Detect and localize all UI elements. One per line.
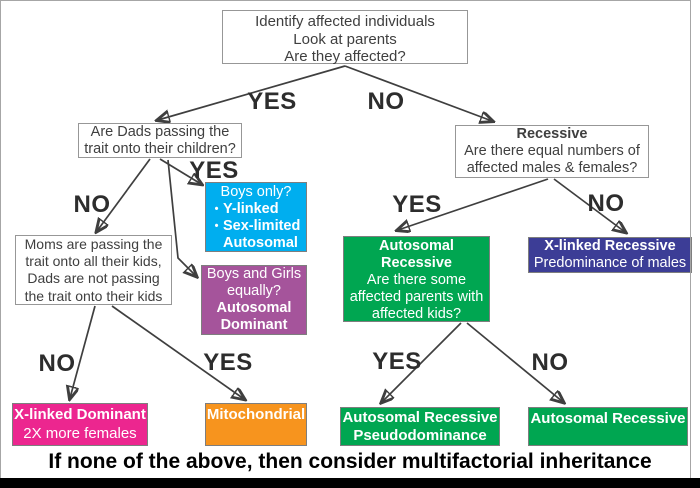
label-recessive-yes: YES xyxy=(392,191,442,218)
bullet-icon: • xyxy=(214,203,219,215)
label-dads-no: NO xyxy=(73,191,111,218)
dads-question-box: Are Dads passing the trait onto their ch… xyxy=(78,123,242,158)
boys-only-box: Boys only? • Y-linked • Sex-limited Auto… xyxy=(205,182,307,252)
root-question-box: Identify affected individuals Look at pa… xyxy=(222,10,468,65)
xlinked-dominant-box: X-linked Dominant 2X more females xyxy=(12,403,148,446)
ar-question-line: affected parents with xyxy=(349,289,484,305)
ar-pseudodominance-line: Autosomal Recessive xyxy=(342,409,498,426)
label-moms-yes: YES xyxy=(203,349,253,376)
label-root-no: NO xyxy=(367,88,405,115)
xlinked-dominant-title: X-linked Dominant xyxy=(14,406,146,423)
root-question-line: Identify affected individuals xyxy=(255,13,435,30)
edge-root-no xyxy=(344,65,492,121)
xlinked-recessive-subtitle: Predominance of males xyxy=(533,255,687,271)
xlinked-recessive-box: X-linked Recessive Predominance of males xyxy=(528,237,692,273)
boys-girls-question-line: equally? xyxy=(226,283,281,299)
footer-caption: If none of the above, then consider mult… xyxy=(48,450,652,473)
boys-girls-result-line: Autosomal xyxy=(216,300,292,316)
ar-pseudodominance-box: Autosomal Recessive Pseudodominance xyxy=(340,407,500,446)
xlinked-dominant-subtitle: 2X more females xyxy=(23,424,137,442)
autosomal-recessive-result-box: Autosomal Recessive xyxy=(528,407,688,446)
moms-question-line: trait onto all their kids, xyxy=(25,253,162,270)
ar-pseudodominance-line: Pseudodominance xyxy=(353,427,487,444)
edge-dads-no xyxy=(97,158,151,231)
moms-question-line: Moms are passing the xyxy=(24,236,163,252)
ar-title-line: Recessive xyxy=(381,255,452,271)
label-moms-no: NO xyxy=(38,350,76,377)
autosomal-recessive-question-box: Autosomal Recessive Are there some affec… xyxy=(343,236,490,322)
ar-title-line: Autosomal xyxy=(379,238,454,254)
autosomal-recessive-result-title: Autosomal Recessive xyxy=(530,410,686,427)
bottom-black-bar xyxy=(0,478,700,488)
dads-question-line: trait onto their children? xyxy=(84,140,236,157)
boys-girls-question-line: Boys and Girls xyxy=(206,266,302,282)
edge-ar-no xyxy=(466,322,563,402)
boys-only-bullet-row: • Y-linked xyxy=(206,201,306,218)
boys-only-item: Sex-limited xyxy=(223,218,301,234)
mitochondrial-box: Mitochondrial xyxy=(205,403,307,446)
boys-girls-box: Boys and Girls equally? Autosomal Domina… xyxy=(201,265,307,335)
bullet-icon: • xyxy=(214,220,219,232)
root-question-line: Are they affected? xyxy=(284,48,406,65)
edge-ar-yes xyxy=(382,322,462,402)
boys-only-question: Boys only? xyxy=(220,184,292,200)
label-ar-no: NO xyxy=(531,349,569,376)
edge-recessive-no xyxy=(553,178,625,232)
recessive-question-line: affected males & females? xyxy=(466,160,638,176)
edge-dads-yes-boys-girls xyxy=(167,159,196,276)
boys-only-item: Y-linked xyxy=(223,201,279,217)
root-question-line: Look at parents xyxy=(293,30,397,48)
xlinked-recessive-title: X-linked Recessive xyxy=(544,238,676,254)
recessive-question-line: Are there equal numbers of xyxy=(464,143,640,159)
moms-question-line: Dads are not passing xyxy=(27,270,160,287)
edge-root-yes xyxy=(158,65,346,120)
edge-dads-yes-boys-only xyxy=(159,158,201,184)
boys-only-item-continued: Autosomal xyxy=(223,235,298,251)
ar-question-line: Are there some xyxy=(366,272,467,288)
label-root-yes: YES xyxy=(247,88,297,115)
boys-girls-result-line: Dominant xyxy=(220,317,288,333)
mitochondrial-title: Mitochondrial xyxy=(206,406,306,423)
moms-question-line: the trait onto their kids xyxy=(24,287,163,304)
label-dads-yes: YES xyxy=(189,157,239,184)
recessive-title: Recessive xyxy=(516,126,588,142)
moms-question-box: Moms are passing the trait onto all thei… xyxy=(15,235,172,305)
boys-only-bullet-row: • Sex-limited xyxy=(206,218,306,235)
edge-recessive-yes xyxy=(398,178,549,230)
edge-moms-no xyxy=(70,305,96,398)
ar-question-line: affected kids? xyxy=(371,306,462,322)
edge-moms-yes xyxy=(111,305,244,399)
dads-question-line: Are Dads passing the xyxy=(90,124,230,140)
recessive-question-box: Recessive Are there equal numbers of aff… xyxy=(455,125,649,178)
label-ar-yes: YES xyxy=(372,348,422,375)
label-recessive-no: NO xyxy=(587,190,625,217)
